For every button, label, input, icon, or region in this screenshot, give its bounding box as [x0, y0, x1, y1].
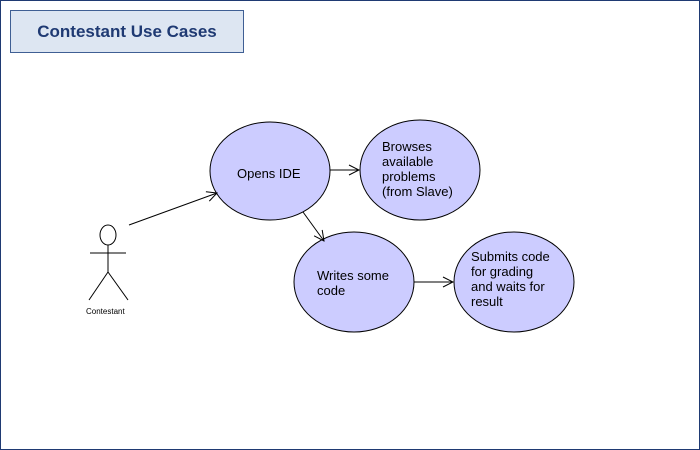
use-case-browses-problems[interactable] [359, 119, 481, 221]
arrow-opens-ide-to-writes-code [302, 211, 324, 241]
use-case-opens-ide[interactable] [209, 121, 331, 221]
actor-left-leg [88, 271, 109, 301]
actor-contestant-label: Contestant [86, 307, 125, 316]
use-case-browses-problems-label: Browses available problems (from Slave) [382, 139, 453, 199]
use-case-submits-code-label: Submits code for grading and waits for r… [471, 249, 550, 309]
use-case-writes-code-label: Writes some code [317, 268, 389, 298]
diagram-title: Contestant Use Cases [37, 21, 217, 41]
use-case-submits-code[interactable] [453, 231, 575, 333]
use-case-opens-ide-label: Opens IDE [237, 166, 301, 181]
actor-head [99, 224, 117, 246]
title-box: Contestant Use Cases [10, 10, 244, 53]
arrow-actor-to-opens-ide [128, 193, 217, 226]
actor-right-leg [107, 271, 129, 301]
actor-contestant-figure[interactable] [88, 224, 129, 301]
